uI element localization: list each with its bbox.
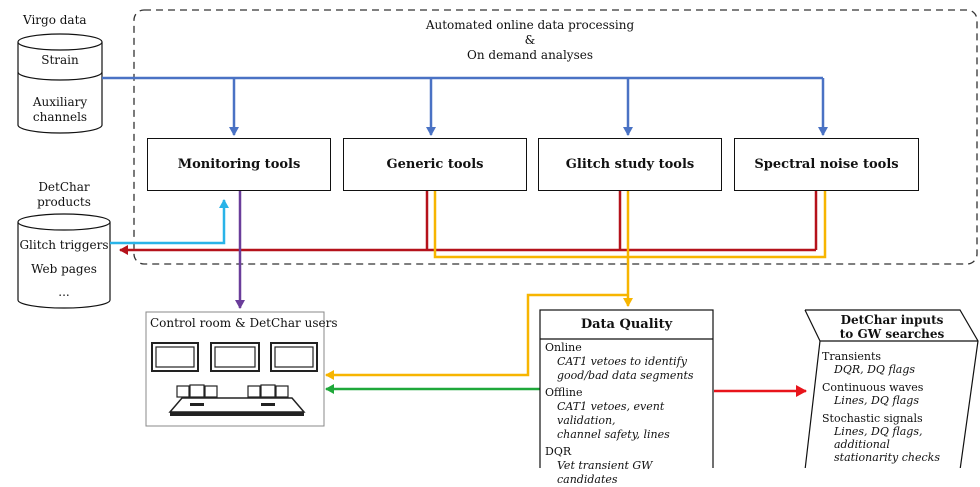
cyan-arrow [110,199,229,245]
inputs-cw-heading: Continuous waves [822,381,924,394]
auxiliary-channels-label: Auxiliary channels [18,95,102,125]
more-products-ellipsis: ... [58,285,70,299]
dq-online-heading: Online [545,341,582,354]
inputs-title: DetChar inputs to GW searches [812,313,972,341]
detchar-title-line2: products [37,195,91,209]
inputs-content: Transients DQR, DQ flags Continuous wave… [822,350,978,464]
glitch-triggers-label: Glitch triggers [19,238,109,252]
yellow-arrows [325,190,827,380]
control-room-title: Control room & DetChar users [150,316,338,330]
generic-tools-label: Generic tools [386,157,484,172]
detchar-products-title: DetChar products [18,180,110,210]
processing-region-border [133,9,978,265]
data-quality-title: Data Quality [580,317,673,332]
inputs-stochastic-desc1: Lines, DQ flags, additional [834,425,923,451]
virgo-data-title: Virgo data [23,13,87,27]
auxiliary-line1: Auxiliary [32,95,88,109]
auxiliary-line2: channels [32,110,88,124]
generic-tools-box: Generic tools [343,138,527,191]
dq-online-desc1: CAT1 vetoes to identify [557,355,687,368]
monitoring-tools-label: Monitoring tools [177,157,301,172]
dq-online-desc2: good/bad data segments [557,369,694,382]
dq-offline-heading: Offline [545,386,583,399]
dq-dqr-heading: DQR [545,445,572,458]
inputs-stochastic-heading: Stochastic signals [822,412,923,425]
processing-title-line3: On demand analyses [467,48,593,62]
processing-title-line2: & [524,33,536,47]
virgo-data-cylinder [17,33,103,134]
data-quality-content: Online CAT1 vetoes to identify good/bad … [545,341,715,487]
processing-title: Automated online data processing & On de… [420,18,640,63]
inputs-stochastic-desc2: stationarity checks [834,451,940,464]
desk-icon [168,384,306,416]
detchar-products-cylinder [17,213,111,309]
dq-offline-desc1: CAT1 vetoes, event validation, [557,400,665,427]
monitoring-tools-box: Monitoring tools [147,138,331,191]
inputs-title-line2: to GW searches [839,327,945,341]
processing-title-line1: Automated online data processing [425,18,635,32]
glitch-study-tools-label: Glitch study tools [565,157,695,172]
strain-label: Strain [41,53,79,67]
dq-dqr-desc: Vet transient GW candidates [557,459,653,486]
spectral-noise-tools-label: Spectral noise tools [754,157,899,172]
spectral-noise-tools-box: Spectral noise tools [734,138,919,191]
inputs-transients-heading: Transients [822,350,882,363]
web-pages-label: Web pages [31,262,97,276]
detchar-title-line1: DetChar [38,180,90,194]
red-arrows [119,190,818,255]
data-quality-box [539,309,714,468]
inputs-shape [804,309,979,468]
blue-arrows [102,76,828,136]
inputs-transients-desc: DQR, DQ flags [834,363,916,376]
diagram-canvas [17,9,979,468]
inputs-title-line1: DetChar inputs [840,313,944,327]
monitor-icons [151,342,318,372]
glitch-study-tools-box: Glitch study tools [538,138,722,191]
dq-offline-desc2: channel safety, lines [557,428,670,441]
inputs-cw-desc: Lines, DQ flags [834,394,919,407]
